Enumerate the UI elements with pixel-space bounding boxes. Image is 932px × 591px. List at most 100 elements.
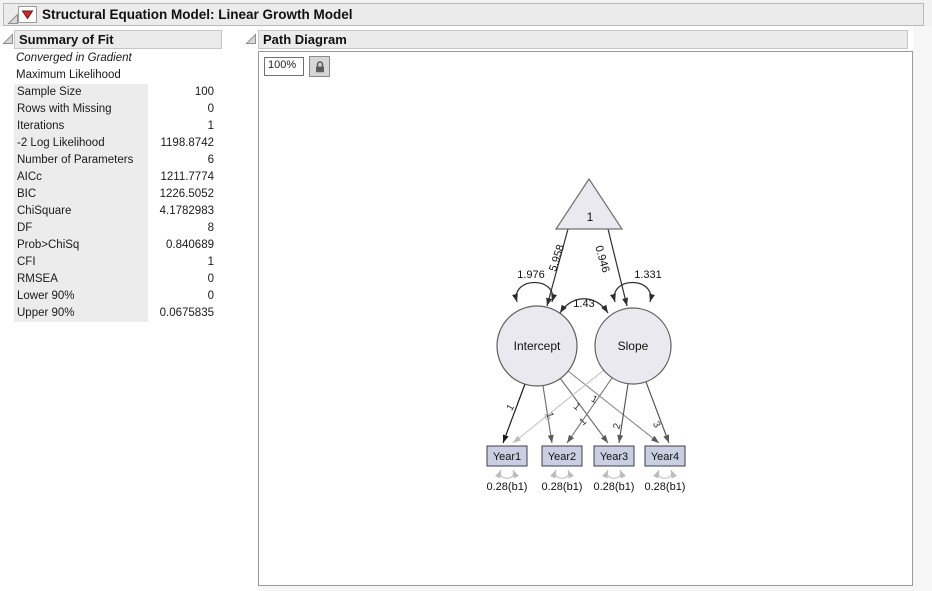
row-label: Number of Parameters (14, 152, 148, 169)
edge-intercept-year3[interactable] (559, 377, 609, 444)
row-value: 8 (207, 222, 214, 234)
row-value: 0 (207, 273, 214, 285)
loading-label-slope-year2: 1 (578, 416, 590, 428)
edge-intercept-year2[interactable] (542, 385, 554, 444)
loading-label-slope-year3: 2 (612, 422, 624, 431)
row-label: Iterations (14, 118, 148, 135)
residual-label-year4: 0.28(b1) (645, 481, 686, 493)
table-row: Prob>ChiSq 0.840689 (14, 237, 222, 254)
path-diagram-canvas: 1 Intercept Slope Year1 Year2 Year3 Year… (258, 51, 913, 586)
disclosure-icon-summary-of-fit[interactable] (2, 32, 14, 44)
summary-of-fit-title: Summary of Fit (19, 32, 114, 47)
year2-node-box[interactable] (541, 445, 583, 467)
edge-year1-residual-loop[interactable] (494, 469, 520, 479)
table-row: RMSEA 0 (14, 271, 222, 288)
edge-year4-residual-loop[interactable] (652, 469, 678, 479)
row-value: 0 (207, 103, 214, 115)
edge-intercept-variance-loop[interactable] (512, 282, 557, 303)
row-value: 0 (207, 290, 214, 302)
edge-intercept-year1[interactable] (502, 383, 526, 444)
intercept-node-label: Intercept (514, 339, 561, 353)
loading-label-slope-year1: 0 (543, 411, 553, 424)
row-label: BIC (14, 186, 148, 203)
edge-slope-year4[interactable] (645, 381, 670, 444)
year1-node-label: Year1 (493, 451, 521, 463)
table-row: -2 Log Likelihood 1198.8742 (14, 135, 222, 152)
table-row: Upper 90%0.0675835 (14, 305, 222, 322)
disclosure-icon-path-diagram[interactable] (245, 32, 257, 44)
covariance-label: 1.43 (573, 298, 594, 310)
edge-constant-slope[interactable] (607, 228, 628, 307)
row-label: Rows with Missing (14, 101, 148, 118)
padlock-icon (315, 61, 324, 73)
edge-slope-year3[interactable] (617, 383, 629, 444)
row-value: 4.1782983 (159, 205, 214, 217)
loading-label-intercept-year3: 1 (571, 401, 583, 413)
red-triangle-icon (21, 10, 34, 20)
row-label: RMSEA (14, 271, 148, 288)
slope-node-label: Slope (618, 339, 649, 353)
mean-label-slope: 0.946 (592, 244, 611, 274)
row-label: ChiSquare (14, 203, 148, 220)
row-label: Sample Size (14, 84, 148, 101)
variance-label-slope: 1.331 (634, 269, 662, 281)
year3-node-box[interactable] (593, 445, 635, 467)
row-value: 1 (207, 256, 214, 268)
red-triangle-menu-button[interactable] (18, 6, 37, 23)
year1-node-box[interactable] (486, 445, 528, 467)
summary-of-fit-table: Sample Size 1 0 0 Rows with Missing 0 Iterat… (14, 84, 222, 322)
row-value: 6 (207, 154, 214, 166)
table-row: ChiSquare 4.1782983 (14, 203, 222, 220)
table-row: Rows with Missing 0 (14, 101, 222, 118)
loading-label-slope-year4: 3 (650, 420, 663, 431)
year2-node-label: Year2 (548, 451, 576, 463)
row-label: Prob>ChiSq (14, 237, 148, 254)
report-title-bar: Structural Equation Model: Linear Growth… (3, 3, 924, 26)
convergence-status: Converged in Gradient (16, 52, 132, 64)
constant-node-triangle[interactable] (554, 177, 624, 230)
row-label: CFI (14, 254, 148, 271)
year4-node-label: Year4 (651, 451, 679, 463)
summary-of-fit-header: Summary of Fit (14, 30, 222, 49)
intercept-node-circle[interactable] (496, 305, 578, 387)
year4-node-box[interactable] (644, 445, 686, 467)
edge-year2-residual-loop[interactable] (549, 469, 575, 479)
row-value: 1211.7774 (160, 171, 214, 183)
residual-label-year1: 0.28(b1) (487, 481, 528, 493)
estimation-method: Maximum Likelihood (16, 69, 121, 81)
edge-slope-year1[interactable] (512, 369, 605, 444)
edge-intercept-year4[interactable] (567, 370, 660, 444)
table-row: Iterations 1 (14, 118, 222, 135)
zoom-level-input[interactable]: 100% (264, 57, 304, 76)
right-gutter (913, 26, 932, 591)
table-row: Lower 90% 0 (14, 288, 222, 305)
mean-label-intercept: 5.958 (547, 243, 567, 273)
table-row: Number of Parameters 6 (14, 152, 222, 169)
residual-label-year2: 0.28(b1) (542, 481, 583, 493)
slope-node-circle[interactable] (594, 307, 672, 385)
row-value: 1198.8742 (160, 137, 214, 149)
row-value: 0.840689 (166, 239, 214, 251)
lock-layout-button[interactable] (309, 56, 330, 77)
edge-slope-variance-loop[interactable] (610, 282, 655, 303)
row-label: Upper 90% (14, 305, 148, 322)
path-diagram-title: Path Diagram (263, 32, 347, 47)
edge-constant-intercept[interactable] (546, 228, 569, 307)
table-row: CFI 1 (14, 254, 222, 271)
disclosure-icon-report[interactable] (7, 12, 19, 24)
residual-label-year3: 0.28(b1) (594, 481, 635, 493)
row-value: 1226.5052 (159, 188, 214, 200)
path-diagram-svg: 1 Intercept Slope Year1 Year2 Year3 Year… (486, 177, 686, 493)
constant-node-label: 1 (587, 210, 594, 224)
table-row: BIC 1226.5052 (14, 186, 222, 203)
edge-slope-year2[interactable] (566, 377, 613, 444)
edge-year3-residual-loop[interactable] (601, 469, 627, 479)
edge-intercept-slope-covariance[interactable] (559, 298, 609, 314)
row-label: -2 Log Likelihood (14, 135, 148, 152)
loading-label-intercept-year2: 1 (543, 411, 555, 420)
row-value: 1 (207, 120, 214, 132)
row-label: Lower 90% (14, 288, 148, 305)
